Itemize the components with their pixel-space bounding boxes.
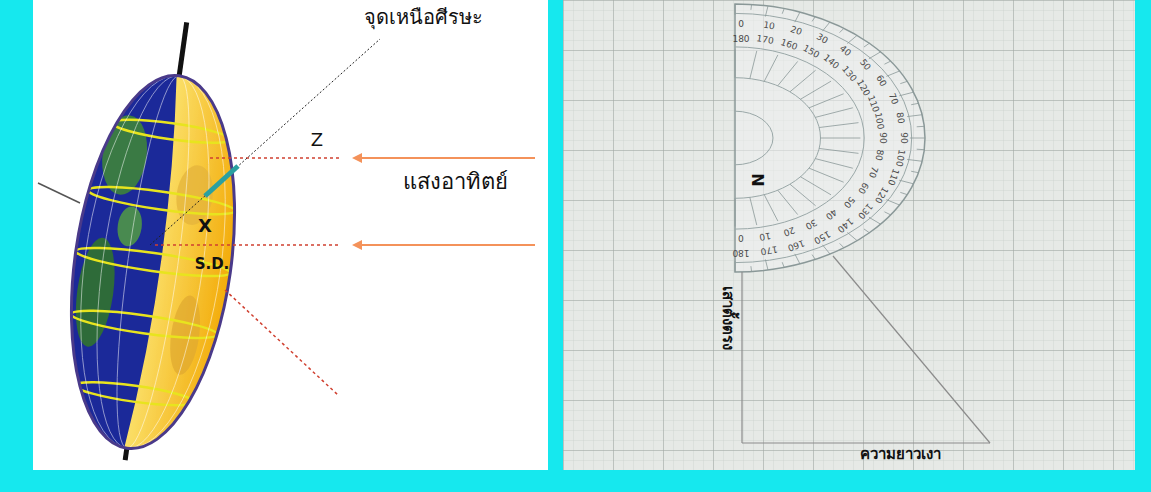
protractor-number: 180: [732, 247, 749, 256]
sun-arrows: [354, 158, 535, 245]
protractor-number: 150: [812, 228, 831, 244]
protractor-number: 30: [815, 33, 829, 47]
protractor-number: 30: [804, 217, 818, 231]
declination-label: S.D.: [195, 257, 230, 272]
protractor-number: 120: [873, 185, 889, 204]
protractor-number: 140: [835, 216, 854, 234]
globe: [43, 11, 273, 472]
protractor-number: 150: [802, 44, 821, 60]
protractor-number: 0: [738, 233, 744, 242]
equator-line: [38, 183, 80, 203]
shadow-length-label: ความยาวเงา: [860, 447, 941, 462]
protractor-number: 40: [838, 44, 853, 58]
ray-lines: [155, 158, 340, 395]
protractor-number: 40: [824, 207, 839, 221]
protractor-number: 180: [732, 34, 749, 43]
protractor-number: 130: [840, 65, 858, 84]
protractor-number: 50: [858, 58, 872, 73]
protractor-number: 160: [787, 238, 806, 252]
protractor-number: 100: [874, 112, 886, 130]
protractor-number: 90: [877, 132, 886, 143]
protractor-number: 170: [760, 244, 778, 256]
protractor-number: 70: [867, 165, 879, 179]
protractor-number: 60: [874, 74, 888, 88]
protractor-number: 20: [782, 225, 796, 237]
observer-pole: [205, 166, 238, 196]
graph-grid: [563, 0, 1135, 470]
protractor-number: 90: [898, 132, 907, 143]
protractor-number: 110: [886, 167, 900, 186]
protractor-number: 140: [822, 53, 841, 71]
protractor-number: 70: [887, 92, 899, 106]
protractor-number: 20: [789, 25, 803, 37]
protractor-number: 0: [738, 20, 744, 29]
protractor-number: 60: [856, 180, 870, 194]
protractor-number: 80: [895, 112, 906, 125]
zenith-line: [150, 39, 380, 245]
graph-grid: [563, 0, 1135, 470]
protractor: [735, 4, 925, 272]
protractor-number: 10: [763, 20, 776, 31]
angle-label: X: [198, 217, 212, 235]
protractor-number: 130: [856, 202, 874, 221]
protractor-number: 160: [779, 38, 798, 52]
protractor-number: 100: [894, 149, 906, 167]
angle-label: Z: [311, 131, 323, 149]
north-label: N: [749, 173, 765, 186]
shadow-triangle: [742, 256, 990, 443]
protractor-number: 110: [866, 94, 880, 113]
zenith-label: จุดเหนือศีรษะ: [364, 7, 483, 27]
graph-paper: [563, 0, 1135, 470]
sunlight-label: แสงอาทิตย์: [403, 171, 508, 193]
protractor-number: 10: [759, 230, 772, 241]
left-panel: [33, 0, 548, 470]
protractor-number: 80: [874, 149, 885, 162]
protractor-number: 170: [756, 34, 774, 46]
protractor-number: 50: [842, 194, 856, 209]
pole-label: เสาตั้งตรง: [720, 286, 735, 350]
